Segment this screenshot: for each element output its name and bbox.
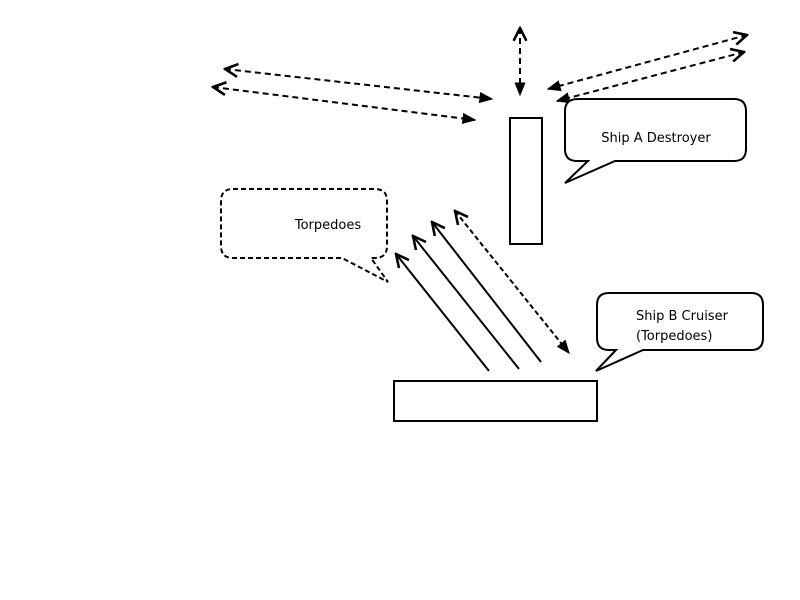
ship-b-callout	[595, 292, 764, 372]
ship-b-rect	[393, 380, 598, 422]
ship-a-callout	[564, 98, 747, 184]
torpedoes-callout	[220, 188, 389, 283]
torpedoes-label: Torpedoes	[294, 218, 361, 233]
dashed-arrow-west-2	[213, 87, 475, 120]
dashed-arrow-northeast-2	[557, 52, 744, 101]
ship-b-label-line-2: (Torpedoes)	[636, 329, 712, 344]
dashed-arrow-diagonal	[455, 211, 569, 353]
torpedo-track-2	[413, 236, 520, 370]
ship-b-label-line-1: Ship B Cruiser	[636, 309, 729, 324]
ship-a-label: Ship A Destroyer	[601, 131, 711, 146]
dashed-arrow-northeast-1	[548, 35, 747, 89]
ship-a-rect	[509, 117, 543, 245]
